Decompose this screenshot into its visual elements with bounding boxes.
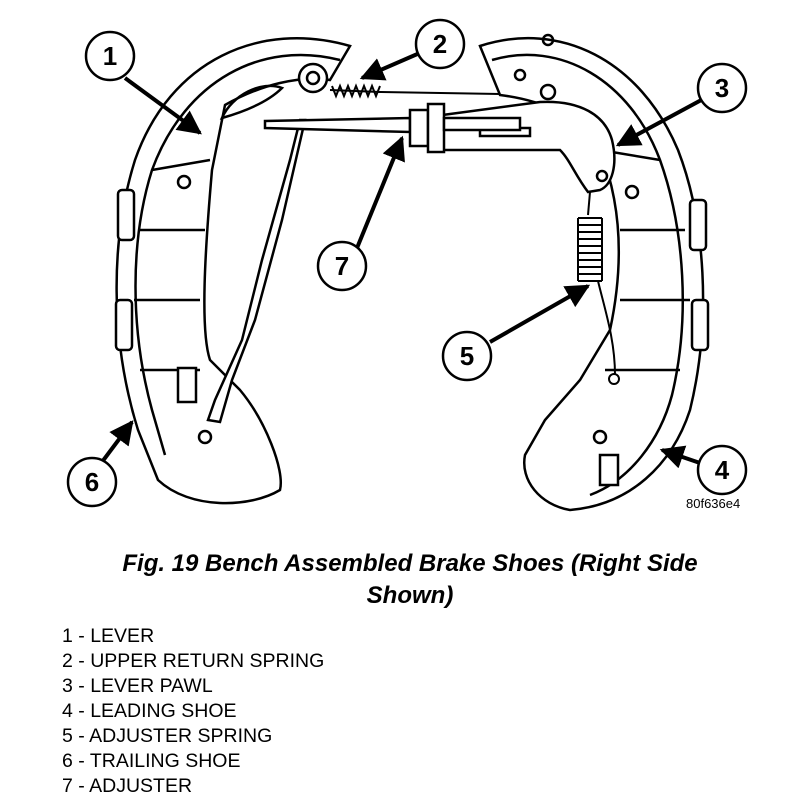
leader-arrows — [100, 50, 706, 469]
legend-item: 3 - LEVER PAWL — [62, 675, 213, 697]
legend-number: 3 — [62, 675, 73, 697]
caption-line-1: Fig. 19 Bench Assembled Brake Shoes (Rig… — [122, 550, 698, 577]
legend-label: ADJUSTER — [89, 775, 193, 797]
legend-item: 2 - UPPER RETURN SPRING — [62, 650, 325, 672]
lever — [206, 118, 307, 424]
callout-4: 4 — [696, 444, 748, 496]
legend-item: 6 - TRAILING SHOE — [62, 750, 241, 772]
callout-7-number: 7 — [335, 251, 349, 281]
callout-2: 2 — [414, 18, 466, 70]
legend-label: ADJUSTER SPRING — [89, 725, 273, 747]
legend-label: LEVER PAWL — [90, 675, 213, 697]
caption-line-2: Shown) — [366, 582, 454, 609]
legend-number: 7 — [62, 775, 73, 797]
callout-5-number: 5 — [460, 341, 474, 371]
legend-number: 2 — [62, 650, 73, 672]
callout-3-number: 3 — [715, 73, 729, 103]
adjuster-spring — [577, 191, 620, 385]
callout-3: 3 — [696, 62, 748, 114]
legend-number: 1 — [62, 625, 73, 647]
trailing-shoe — [114, 37, 352, 505]
legend-label: UPPER RETURN SPRING — [90, 650, 325, 672]
legend-number: 6 — [62, 750, 73, 772]
legend-item: 5 - ADJUSTER SPRING — [62, 725, 273, 747]
legend-item: 7 - ADJUSTER — [62, 775, 193, 797]
brake-shoe-diagram: 1 2 3 4 5 6 7 — [66, 18, 748, 512]
legend-number: 4 — [62, 700, 73, 722]
legend-label: LEVER — [90, 625, 155, 647]
callout-6: 6 — [66, 456, 118, 508]
adjuster — [263, 102, 522, 154]
callout-7: 7 — [316, 240, 368, 292]
leading-shoe — [478, 33, 710, 512]
legend-label: TRAILING SHOE — [89, 750, 241, 772]
callout-5: 5 — [441, 330, 493, 382]
legend-label: LEADING SHOE — [90, 700, 237, 722]
upper-return-spring — [329, 83, 501, 99]
figure-caption: Fig. 19 Bench Assembled Brake Shoes (Rig… — [40, 548, 780, 612]
legend-item: 1 - LEVER — [62, 625, 155, 647]
parts-legend: 1 - LEVER 2 - UPPER RETURN SPRING 3 - LE… — [62, 624, 324, 799]
callout-1-number: 1 — [103, 41, 117, 71]
lever-pawl — [418, 100, 616, 194]
legend-number: 5 — [62, 725, 73, 747]
figure-code: 80f636e4 — [686, 496, 741, 511]
callout-6-number: 6 — [85, 467, 99, 497]
legend-item: 4 - LEADING SHOE — [62, 700, 237, 722]
callout-1: 1 — [84, 30, 136, 82]
callout-2-number: 2 — [433, 29, 447, 59]
callout-4-number: 4 — [715, 455, 730, 485]
callouts: 1 2 3 4 5 6 7 — [66, 18, 748, 508]
